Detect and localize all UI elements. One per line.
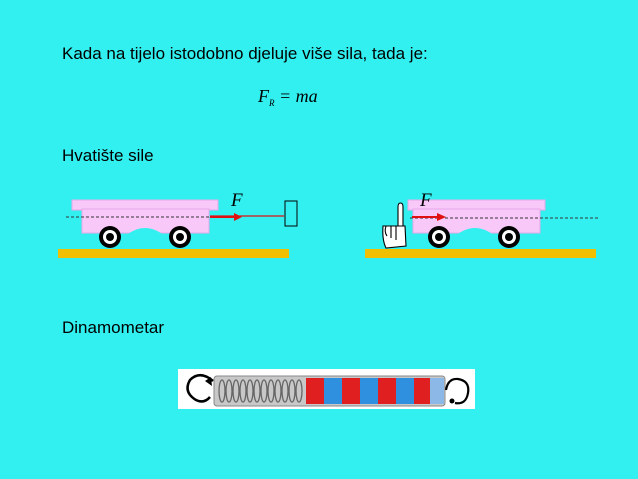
right-force-label: F [420, 190, 432, 211]
right-wheel-2-hub [505, 233, 513, 241]
section-title-hvatiste: Hvatište sile [62, 146, 154, 165]
spring-coil [218, 379, 303, 403]
formula-lhs: F [258, 86, 269, 106]
left-wheel-1-hub [106, 233, 114, 241]
left-wheel-2-hub [176, 233, 184, 241]
left-hook-tip [205, 377, 212, 386]
left-force-arrowhead [234, 213, 242, 221]
spring-hook-icon [444, 377, 470, 405]
dynamometer [178, 369, 475, 409]
formula: FR = ma [258, 86, 318, 108]
right-cart [365, 199, 598, 258]
left-hook-icon [186, 374, 214, 403]
scale-bar [306, 378, 444, 404]
left-ground [58, 249, 289, 258]
right-cart-arch [455, 228, 495, 236]
formula-subscript: R [269, 98, 275, 108]
right-ground [365, 249, 596, 258]
formula-rhs: = ma [274, 86, 318, 106]
right-hook-knob [449, 398, 455, 404]
left-cart [58, 199, 298, 258]
right-force-arrowhead [437, 213, 446, 221]
intro-text: Kada na tijelo istodobno djeluje više si… [62, 44, 428, 63]
left-force-label: F [231, 190, 243, 211]
rope-hook-icon [284, 200, 298, 227]
right-wheel-1-hub [435, 233, 443, 241]
pointing-hand-icon [382, 202, 407, 249]
section-title-dinamometar: Dinamometar [62, 318, 165, 337]
left-cart-arch [125, 228, 165, 236]
